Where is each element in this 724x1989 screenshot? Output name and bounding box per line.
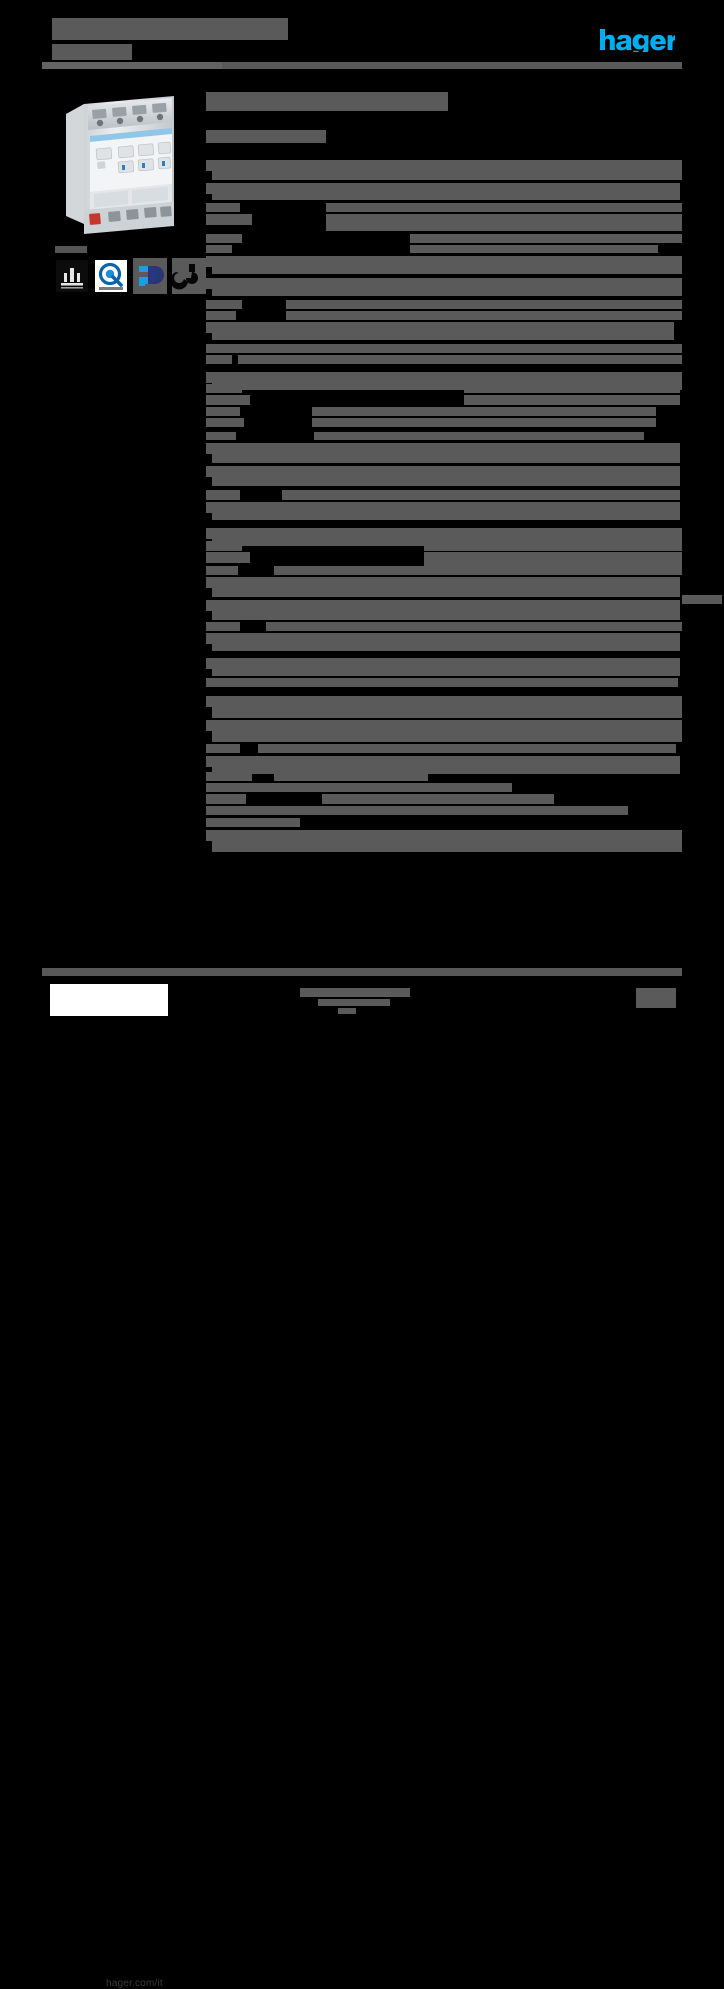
- spec-row-value-redacted: [212, 256, 682, 274]
- spec-row-label-redacted: [206, 622, 240, 631]
- spec-row-value-redacted: [212, 720, 682, 742]
- spec-row-label-redacted: [206, 395, 250, 405]
- spec-row-label-redacted: [206, 490, 240, 500]
- spec-row-value-redacted: [212, 322, 674, 340]
- spec-row-value-redacted: [238, 344, 682, 353]
- spec-row-label-redacted: [206, 311, 236, 320]
- footer-center-redacted-1: [300, 988, 410, 997]
- partner-badge-dark-icon: [172, 258, 206, 294]
- spec-row-value-redacted: [286, 300, 682, 309]
- footer-link-box[interactable]: hager.com/it: [50, 984, 168, 1989]
- spec-row-label-redacted: [206, 355, 232, 364]
- spec-row-value-redacted: [212, 633, 680, 651]
- spec-row-value-redacted: [212, 183, 680, 200]
- spec-row-label-redacted: [206, 384, 242, 393]
- quality-q-badge-icon: [94, 258, 128, 294]
- spec-row-value-redacted: [274, 566, 682, 575]
- spec-row-label-redacted: [206, 214, 252, 225]
- spec-row-label-redacted: [206, 234, 242, 243]
- spec-row-value-redacted: [212, 577, 680, 597]
- footer-center-redacted-3: [338, 1008, 356, 1014]
- spec-row-label-redacted: [206, 552, 250, 563]
- section-title-redacted: [206, 92, 448, 111]
- spec-row-value-redacted: [212, 658, 680, 676]
- footer-link-text[interactable]: hager.com/it: [106, 1978, 163, 1989]
- certification-badges: [55, 258, 210, 294]
- hager-logo: [600, 28, 675, 52]
- spec-row-value-redacted: [212, 818, 300, 827]
- spec-row-value-redacted: [424, 541, 682, 551]
- spec-row-value-redacted: [410, 234, 682, 243]
- spec-row-value-redacted: [282, 490, 680, 500]
- header-divider-right: [600, 62, 682, 69]
- footer-divider: [42, 968, 682, 976]
- spec-row-value-redacted: [212, 756, 680, 774]
- spec-row-value-redacted: [258, 744, 676, 753]
- spec-row-label-redacted: [206, 541, 242, 551]
- spec-row-value-redacted: [326, 203, 682, 212]
- spec-row-label-redacted: [206, 344, 240, 353]
- footer-center-redacted-2: [318, 999, 390, 1006]
- spec-row-value-redacted: [212, 806, 628, 815]
- spec-row-value-redacted: [286, 311, 682, 320]
- product-image: [62, 92, 192, 234]
- spec-row-value-redacted: [212, 278, 682, 296]
- spec-row-label-redacted: [206, 566, 238, 575]
- spec-row-value-redacted: [212, 160, 682, 180]
- header-subtitle-redacted: [52, 44, 132, 60]
- spec-row-label-redacted: [206, 300, 242, 309]
- spec-row-label-redacted: [206, 407, 240, 416]
- spec-row-value-redacted: [322, 794, 554, 804]
- spec-row-label-redacted: [206, 418, 244, 427]
- spec-row-value-redacted: [212, 783, 512, 792]
- spec-row-label-redacted: [206, 744, 240, 753]
- spec-row-label-redacted: [206, 432, 236, 440]
- header-title-redacted: [52, 18, 288, 40]
- spec-row-label-redacted: [206, 245, 232, 253]
- spec-row-value-redacted: [274, 772, 428, 781]
- knx-badge-icon: [133, 258, 167, 294]
- section-subtitle-redacted: [206, 130, 326, 143]
- spec-row-value-redacted: [326, 214, 682, 231]
- spec-row-value-redacted: [410, 245, 658, 253]
- spec-row-value-redacted: [212, 466, 680, 486]
- spec-row-value-redacted: [212, 502, 680, 520]
- spec-row-value-redacted: [312, 418, 656, 427]
- spec-row-value-redacted: [464, 395, 680, 405]
- spec-row-label-redacted: [206, 794, 246, 804]
- spec-row-value-redacted: [212, 678, 678, 687]
- spec-row-value-redacted: [266, 622, 682, 631]
- badges-caption-redacted: [55, 246, 87, 253]
- spec-row-value-redacted: [212, 443, 680, 463]
- spec-row-value-redacted: [212, 830, 682, 852]
- spec-row-value-redacted: [314, 432, 644, 440]
- footer-page-number-redacted: [636, 988, 676, 1008]
- spec-row-value-redacted: [238, 355, 682, 364]
- spec-row-value-redacted: [464, 384, 680, 393]
- document-page: hager.com/it: [42, 18, 722, 1989]
- certification-badge-dark-icon: [55, 258, 89, 294]
- spec-row-label-redacted: [206, 203, 240, 212]
- header-divider: [42, 62, 682, 69]
- header-divider-accent: [42, 62, 222, 69]
- spec-row-value-redacted: [212, 696, 682, 718]
- spec-row-value-redacted: [424, 552, 682, 566]
- spec-row-value-redacted: [312, 407, 656, 416]
- spec-row-value-redacted: [212, 600, 680, 620]
- spec-row-label-redacted: [206, 772, 252, 781]
- overflow-bar-redacted: [682, 595, 722, 604]
